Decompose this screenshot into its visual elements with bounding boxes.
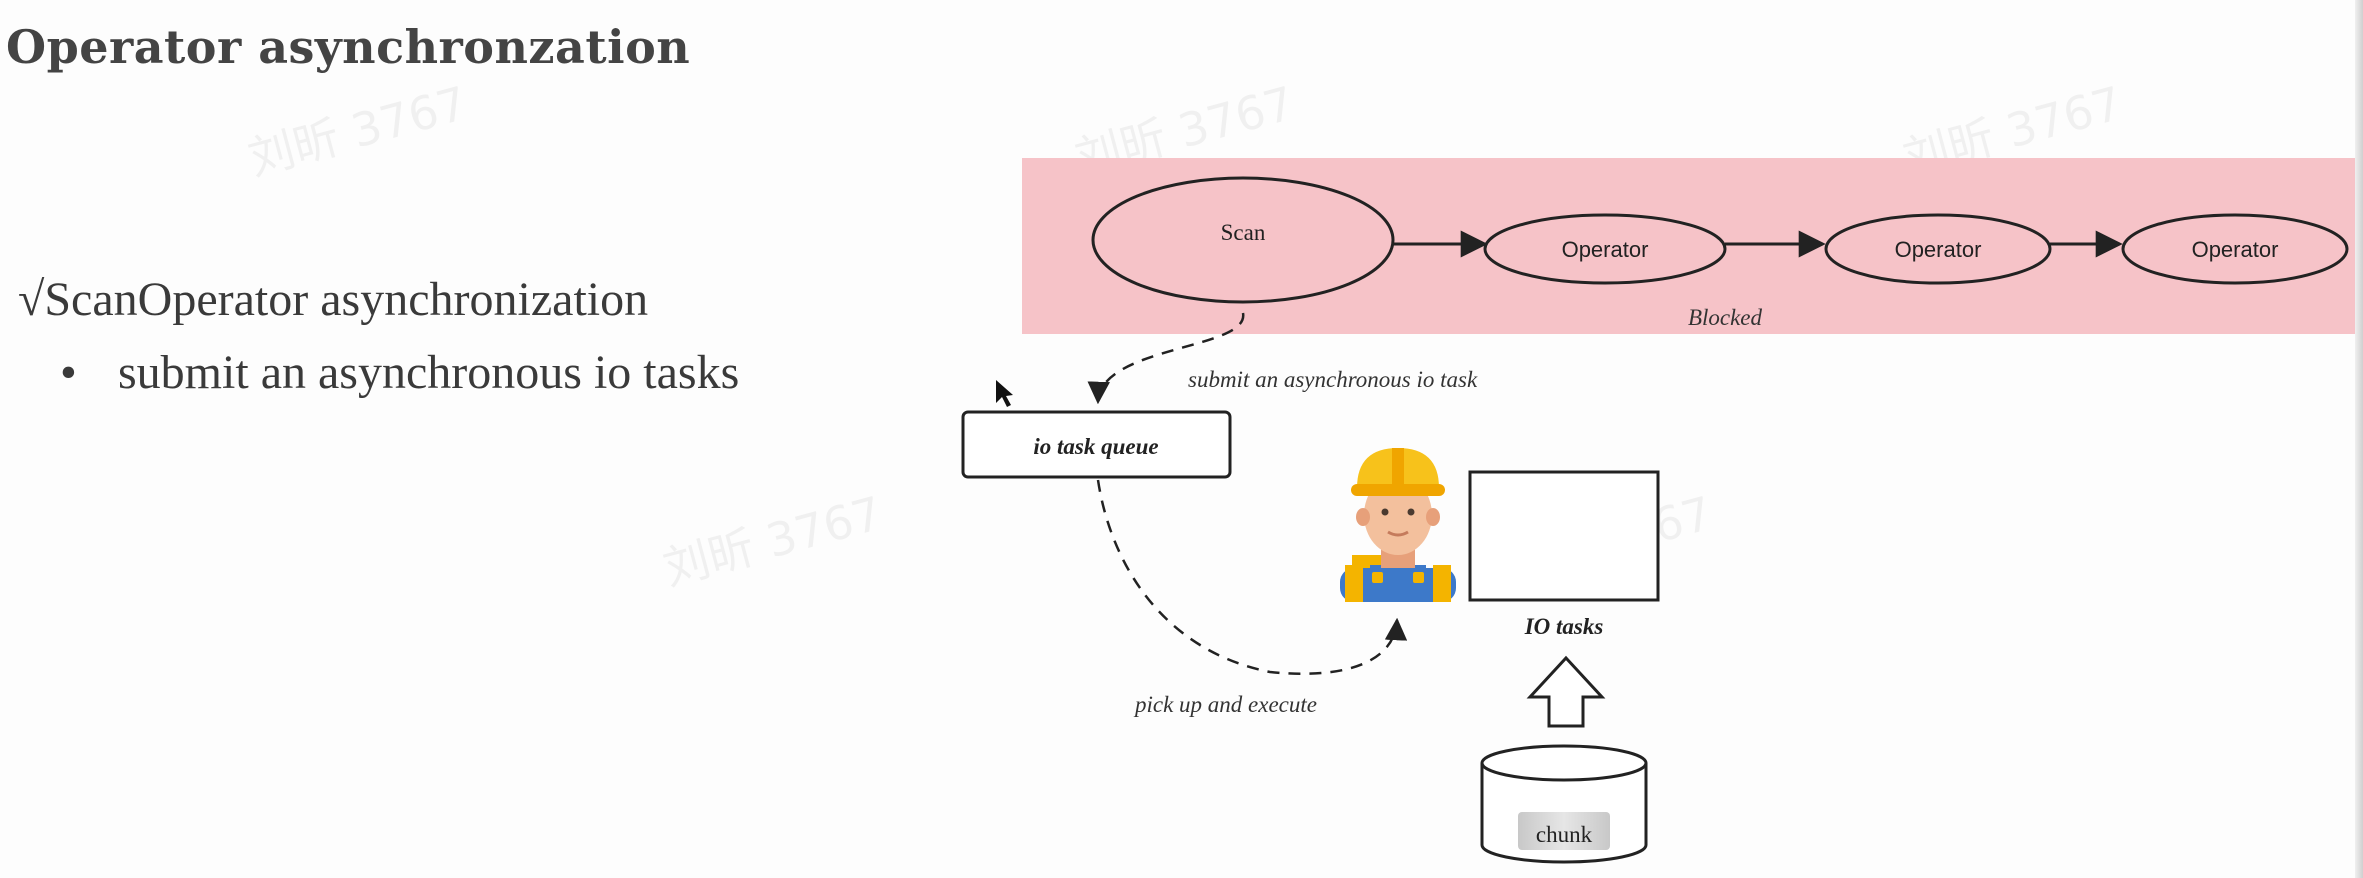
construction-worker-icon [1340,448,1456,602]
chunk-label: chunk [1536,822,1593,847]
window-edge [2355,0,2363,878]
bullet-dot-icon: • [60,346,77,399]
cursor-icon [996,380,1013,407]
operator-label-3: Operator [2192,237,2279,262]
io-tasks-box [1468,470,1660,602]
blocked-band [1022,158,2363,334]
io-tasks-label: IO tasks [1524,614,1604,639]
io-task-queue-label: io task queue [1033,434,1158,459]
pickup-arrow [1096,479,1408,675]
checkmark-icon: √ [18,273,45,326]
slide-title: Operator asynchronzation [6,20,691,74]
bullet-sub-text: submit an asynchronous io tasks [118,346,740,399]
operator-label-1: Operator [1562,237,1649,262]
blocked-label: Blocked [1688,305,1763,330]
bullet-submit: • submit an asynchronous io tasks [60,345,739,400]
operator-node-1 [1483,213,1727,285]
operator-node-2 [1824,213,2052,285]
operator-label-2: Operator [1895,237,1982,262]
bullet-scanoperator: √ScanOperator asynchronization [18,272,648,327]
io-task-queue-box [961,410,1232,479]
submit-label: submit an asynchronous io task [1188,367,1478,392]
bullet-main-text: ScanOperator asynchronization [44,273,649,326]
up-arrow-icon [1526,655,1606,728]
scan-node [1091,176,1395,304]
scan-label: Scan [1221,220,1266,245]
operator-node-3 [2121,213,2349,285]
pickup-label: pick up and execute [1133,692,1317,717]
chunk-cylinder [1480,744,1648,864]
